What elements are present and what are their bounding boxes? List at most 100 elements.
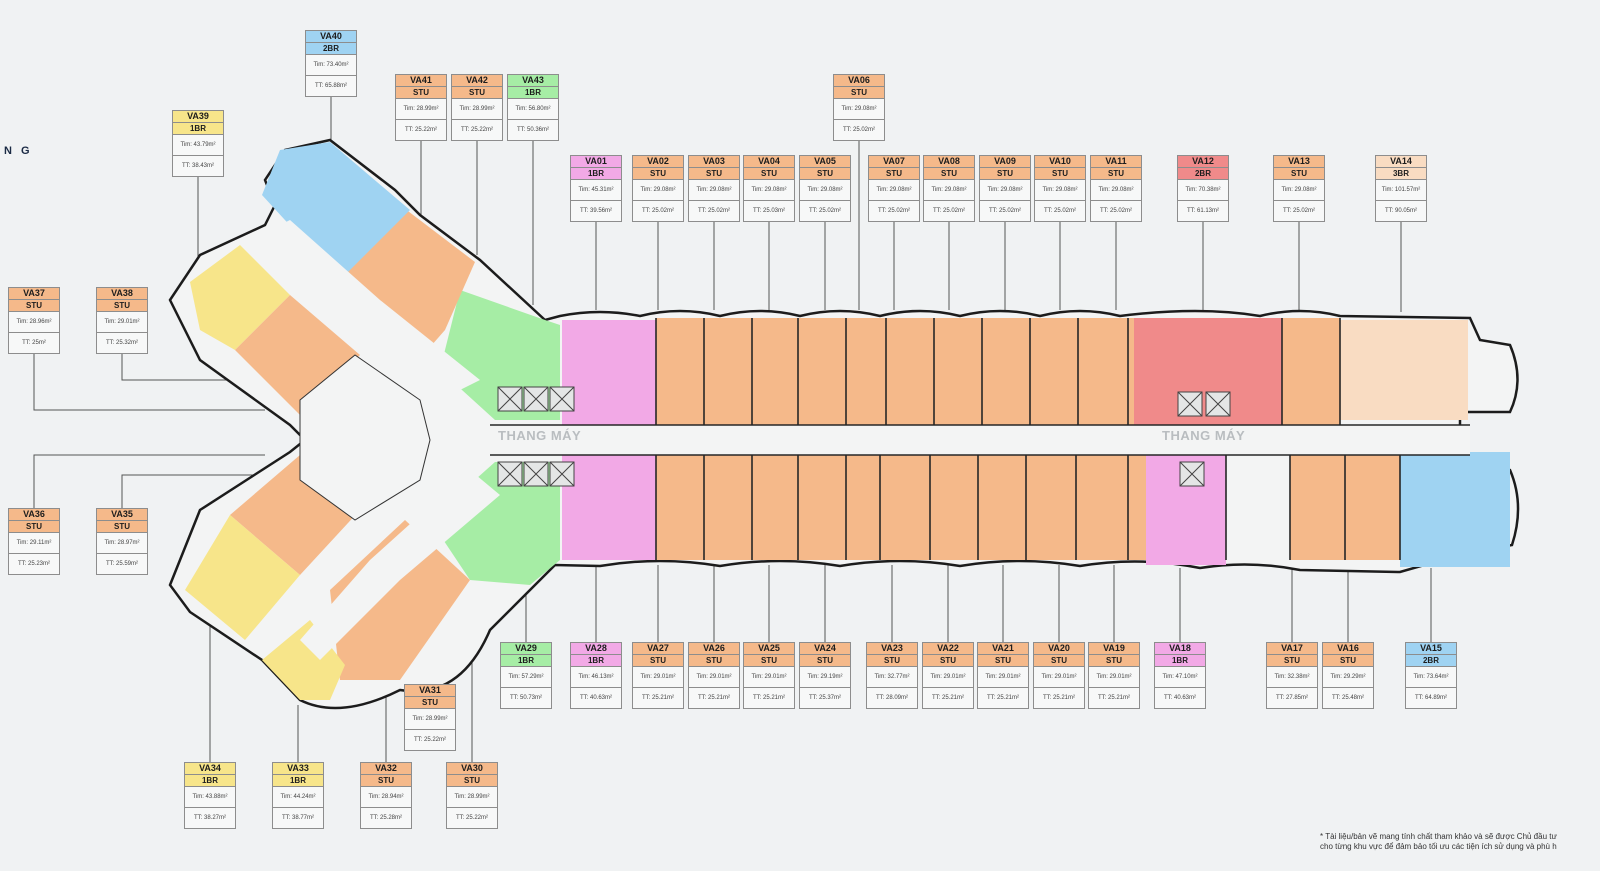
unit-tim-area: Tim: 73.40m² [306,54,356,75]
unit-tt-area: TT: 25.02m² [1091,200,1141,221]
unit-code: VA22 [923,643,973,654]
unit-tt-area: TT: 25.37m² [800,687,850,708]
unit-code: VA41 [396,75,446,86]
unit-tim-area: Tim: 28.99m² [452,98,502,119]
unit-tim-area: Tim: 29.08m² [924,179,974,200]
elevator-box [1177,391,1203,417]
unit-code: VA38 [97,288,147,299]
unit-type: STU [867,654,917,666]
unit-tim-area: Tim: 28.96m² [9,311,59,332]
unit-tim-area: Tim: 101.57m² [1376,179,1426,200]
unit-tim-area: Tim: 29.08m² [834,98,884,119]
unit-type: STU [744,167,794,179]
unit-tim-area: Tim: 29.08m² [1274,179,1324,200]
unit-tim-area: Tim: 29.08m² [980,179,1030,200]
unit-code: VA42 [452,75,502,86]
unit-code: VA01 [571,156,621,167]
unit-tim-area: Tim: 43.88m² [185,786,235,807]
unit-tim-area: Tim: 29.08m² [689,179,739,200]
unit-tim-area: Tim: 73.64m² [1406,666,1456,687]
unit-tim-area: Tim: 29.01m² [978,666,1028,687]
unit-tim-area: Tim: 29.19m² [800,666,850,687]
unit-tt-area: TT: 25m² [9,332,59,353]
unit-code: VA10 [1035,156,1085,167]
unit-tim-area: Tim: 43.79m² [173,134,223,155]
zone-va02-va11 [656,318,1134,425]
unit-type: STU [452,86,502,98]
unit-tt-area: TT: 25.22m² [447,807,497,828]
unit-type: STU [97,520,147,532]
unit-tim-area: Tim: 29.01m² [633,666,683,687]
unit-code: VA12 [1178,156,1228,167]
unit-code: VA31 [405,685,455,696]
unit-type: STU [1274,167,1324,179]
unit-tt-area: TT: 64.89m² [1406,687,1456,708]
unit-tt-area: TT: 38.27m² [185,807,235,828]
unit-type: 1BR [1155,654,1205,666]
zone-va19-va27 [656,455,1146,560]
zone-va14 [1340,320,1468,420]
unit-tim-area: Tim: 29.01m² [744,666,794,687]
zone-va39 [190,245,290,350]
unit-code: VA34 [185,763,235,774]
unit-type: STU [1267,654,1317,666]
leader-va37 [33,351,265,411]
unit-tim-area: Tim: 29.01m² [1034,666,1084,687]
unit-tt-area: TT: 25.02m² [924,200,974,221]
unit-type: 1BR [508,86,558,98]
unit-tim-area: Tim: 32.38m² [1267,666,1317,687]
unit-type: 1BR [571,654,621,666]
unit-tt-area: TT: 25.23m² [9,553,59,574]
unit-type: STU [980,167,1030,179]
unit-tim-area: Tim: 29.08m² [800,179,850,200]
elevator-box [523,386,549,412]
unit-type: STU [1091,167,1141,179]
unit-type: STU [923,654,973,666]
unit-code: VA29 [501,643,551,654]
unit-type: STU [361,774,411,786]
note-line-1: * Tài liệu/bản vẽ mang tính chất tham kh… [1320,832,1557,841]
unit-tt-area: TT: 25.22m² [396,119,446,140]
unit-tt-area: TT: 25.03m² [744,200,794,221]
unit-tt-area: TT: 38.77m² [273,807,323,828]
unit-code: VA40 [306,31,356,42]
leader-va36 [33,454,265,508]
unit-code: VA20 [1034,643,1084,654]
unit-walls [490,318,1470,560]
corridors [270,220,1470,660]
unit-code: VA15 [1406,643,1456,654]
upper-corridor [270,220,480,400]
leader-va38 [121,351,270,381]
unit-type: STU [834,86,884,98]
unit-tim-area: Tim: 56.80m² [508,98,558,119]
unit-type: STU [1323,654,1373,666]
unit-type: STU [97,299,147,311]
unit-code: VA26 [689,643,739,654]
unit-type: 1BR [173,122,223,134]
unit-tim-area: Tim: 47.10m² [1155,666,1205,687]
zone-va13 [1282,318,1340,425]
unit-tim-area: Tim: 29.11m² [9,532,59,553]
unit-code: VA16 [1323,643,1373,654]
unit-type: STU [689,654,739,666]
unit-type: 1BR [571,167,621,179]
